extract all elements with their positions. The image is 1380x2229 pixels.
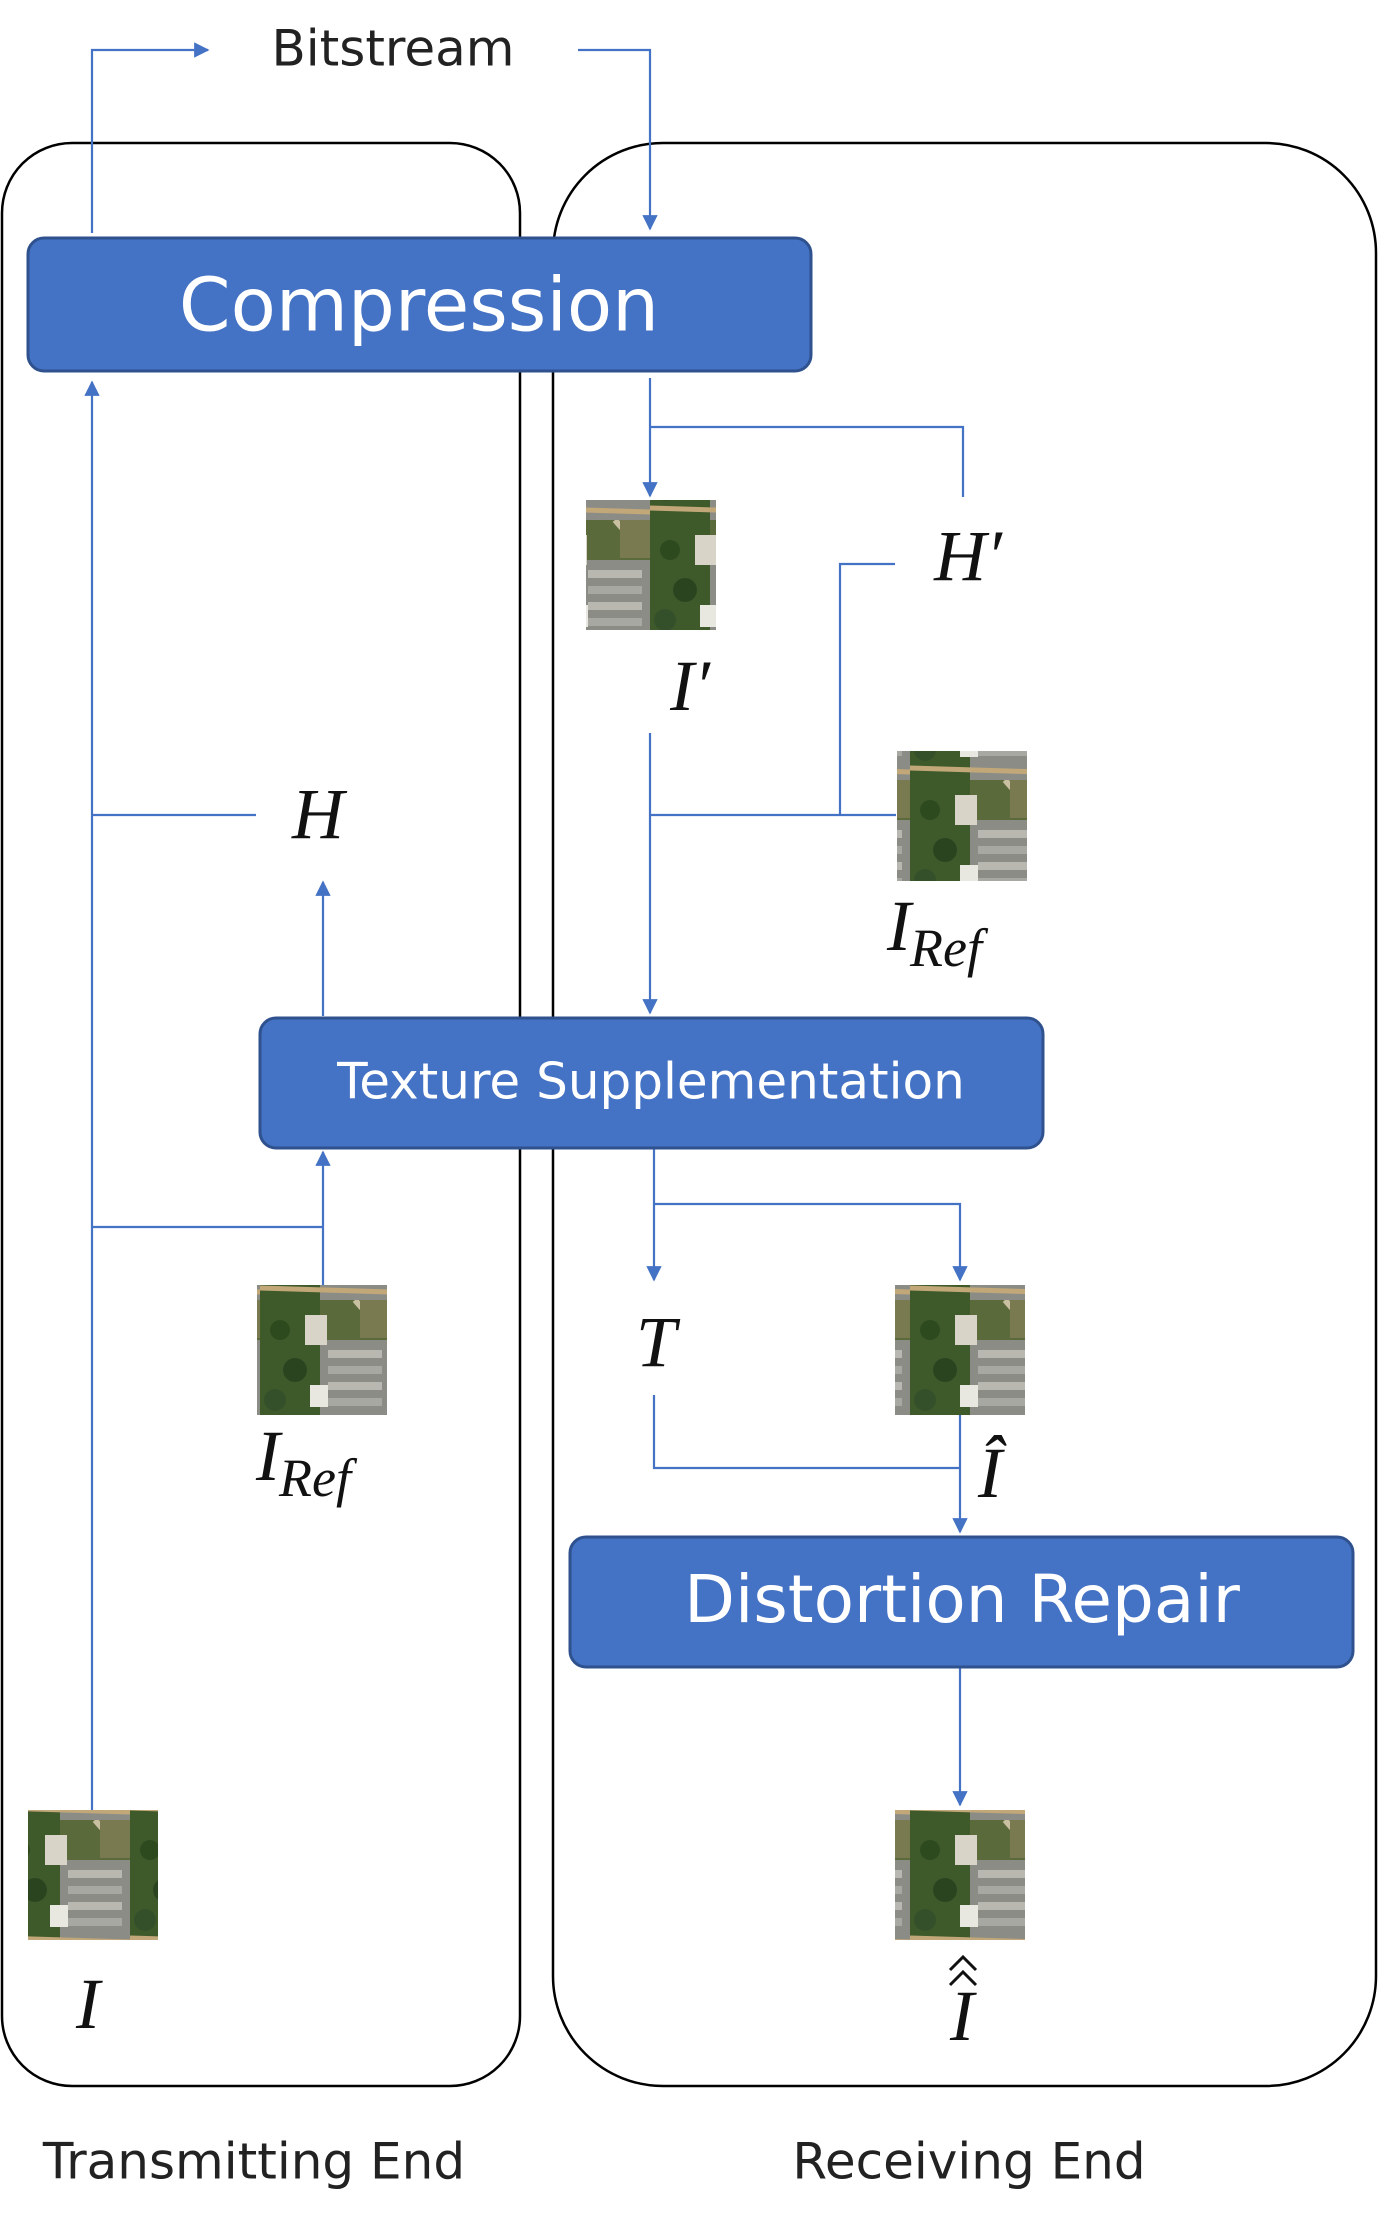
connector-compression-to-Hprime — [650, 425, 965, 497]
distortion-repair-label: Distortion Repair — [684, 1561, 1241, 1638]
symbol-H: H — [291, 774, 348, 854]
symbol-I-prime: I′ — [669, 646, 711, 726]
svg-text:I: I — [949, 1976, 977, 2056]
bitstream-label: Bitstream — [271, 20, 514, 78]
connector-compression-to-bitstream — [90, 42, 210, 233]
connector-T-to-merge — [652, 1395, 960, 1470]
svg-text:I: I — [886, 886, 914, 966]
aerial-photo-repaired — [895, 1810, 1025, 1940]
symbol-T: T — [636, 1302, 681, 1382]
transmitting-end-label: Transmitting End — [42, 2133, 465, 2191]
aerial-photo-input — [28, 1810, 158, 1940]
symbol-I-ref-tx: I Ref — [255, 1416, 358, 1508]
connector-Hprime-to-mid — [838, 562, 895, 815]
symbol-I-double-hat: I — [948, 1954, 978, 2056]
receiving-end-label: Receiving End — [792, 2133, 1145, 2191]
texture-supplementation-block: Texture Supplementation — [258, 1016, 1045, 1150]
aerial-photo-reference-rx — [897, 751, 1027, 881]
connector-bitstream-to-compression — [578, 48, 658, 231]
symbol-I-hat: Î — [977, 1433, 1007, 1513]
svg-text:I: I — [255, 1416, 283, 1496]
aerial-photo-decoded — [586, 500, 716, 630]
symbol-I-ref-rx: I Ref — [886, 886, 989, 978]
connector-tex-to-Ihat — [654, 1202, 968, 1282]
svg-text:Ref: Ref — [278, 1448, 358, 1508]
compression-label: Compression — [179, 263, 659, 349]
compression-block: Compression — [26, 236, 813, 373]
aerial-photo-supplemented — [895, 1285, 1025, 1415]
symbol-H-prime: H′ — [933, 516, 1003, 596]
aerial-photo-reference-tx — [257, 1285, 387, 1415]
texture-supplementation-label: Texture Supplementation — [336, 1053, 965, 1111]
symbol-I: I — [75, 1964, 103, 2044]
distortion-repair-block: Distortion Repair — [568, 1535, 1355, 1669]
svg-text:Ref: Ref — [909, 918, 989, 978]
